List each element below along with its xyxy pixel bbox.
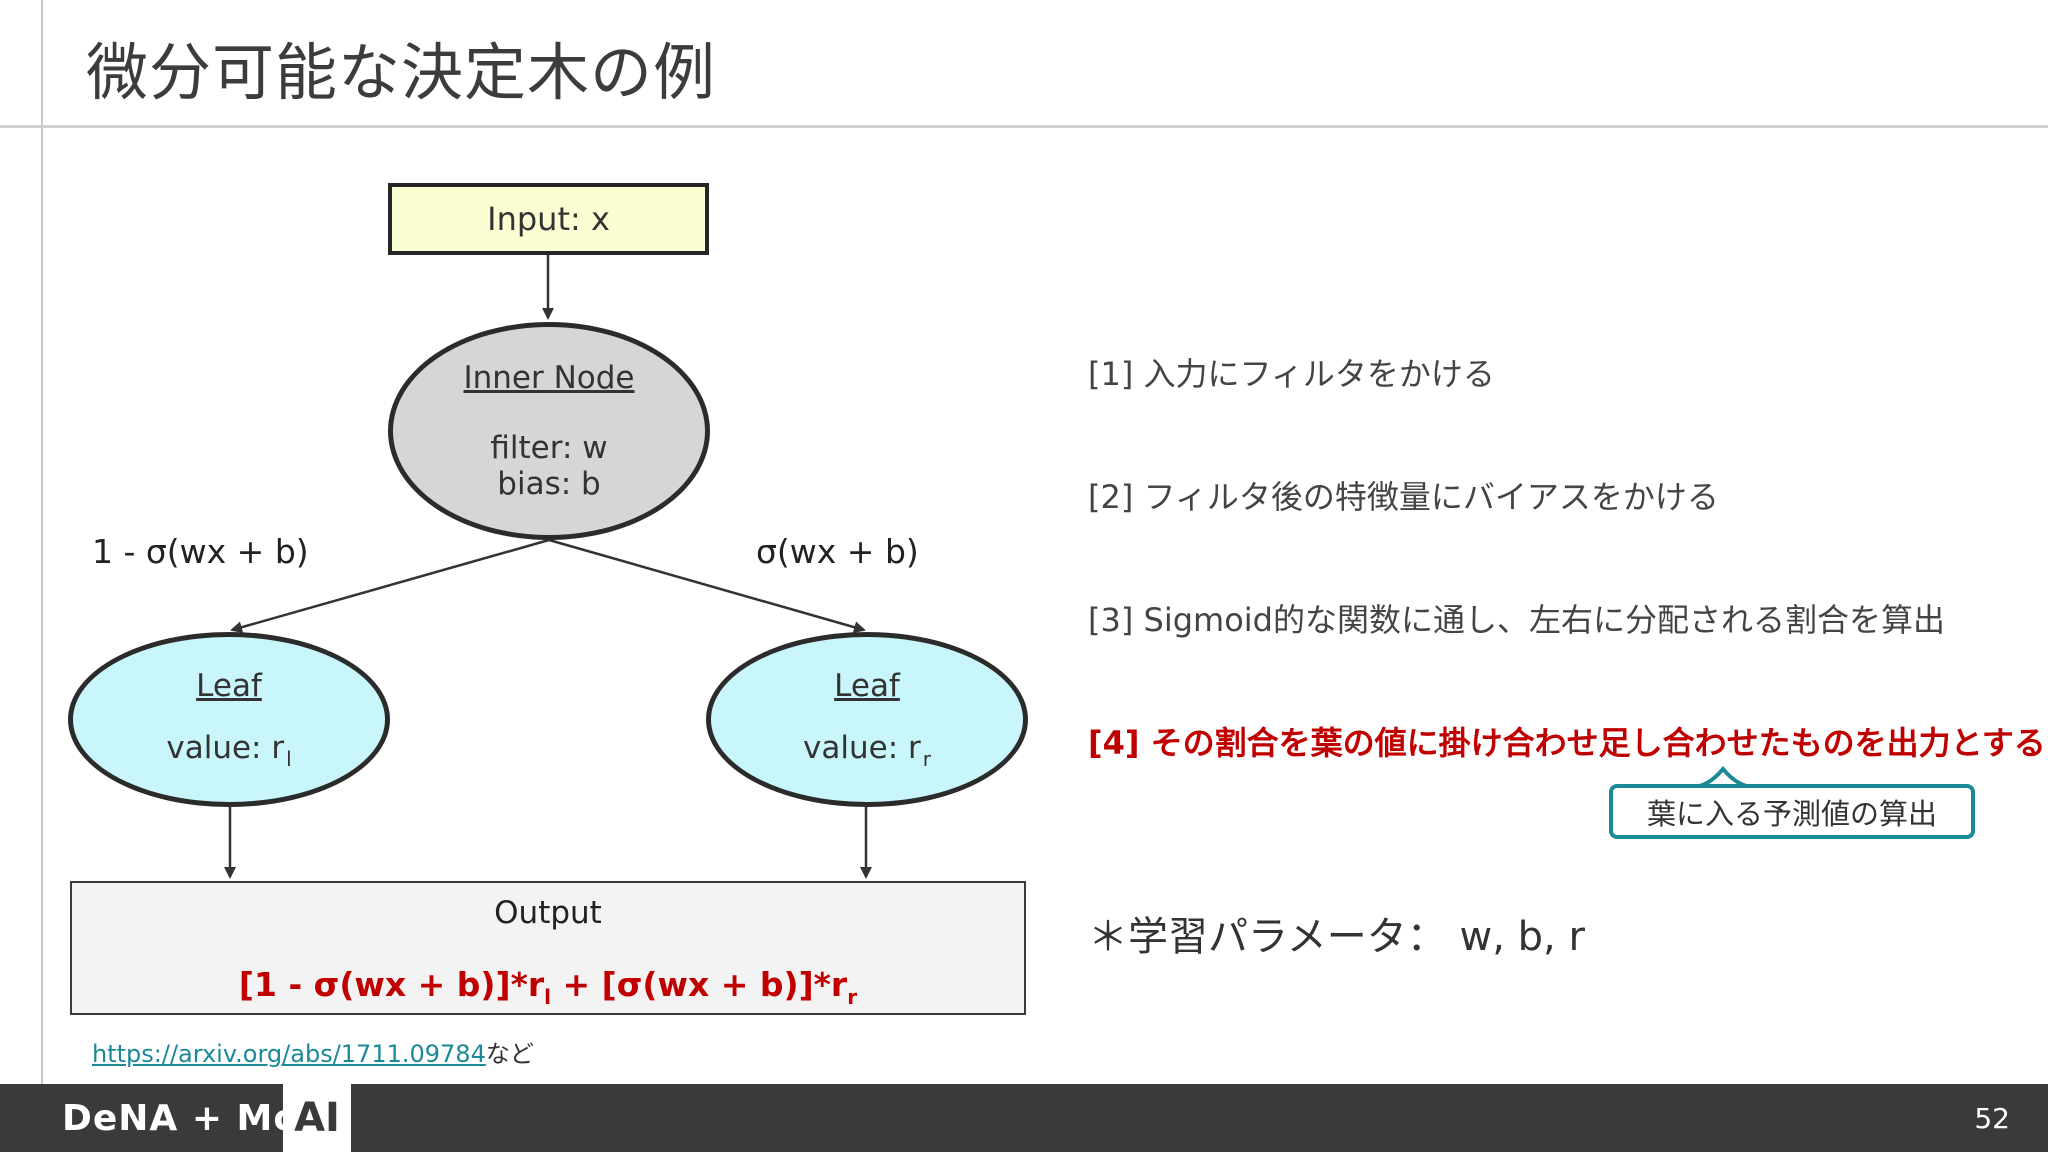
title-divider [0,125,2048,128]
inner-node-filter: filter: w [490,430,608,466]
output-formula: [1 - σ(wx + b)]*rl + [σ(wx + b)]*rr [238,965,858,1009]
edge-label-right: σ(wx + b) [756,532,919,571]
leaf-right-heading: Leaf [834,668,900,704]
dena-mot-logo: DeNA + MoT [62,1098,325,1139]
reference-link[interactable]: https://arxiv.org/abs/1711.09784 [92,1040,486,1068]
inner-node-heading: Inner Node [463,360,635,396]
leaf-left-heading: Leaf [196,668,262,704]
page-number: 52 [1974,1102,2010,1135]
step-1: [1] 入力にフィルタをかける [1088,355,1495,393]
output-node: Output [1 - σ(wx + b)]*rl + [σ(wx + b)]*… [70,881,1026,1015]
callout-box: 葉に入る予測値の算出 [1609,784,1975,839]
step-2: [2] フィルタ後の特徴量にバイアスをかける [1088,478,1719,516]
input-node: Input: x [388,183,709,255]
edge-label-left: 1 - σ(wx + b) [92,532,309,571]
ai-logo: AI [283,1084,351,1152]
step-4-highlight: [4] その割合を葉の値に掛け合わせ足し合わせたものを出力とする [1088,724,2046,762]
learning-parameters: ＊学習パラメータ： w, b, r [1088,914,1585,960]
slide-title: 微分可能な決定木の例 [86,36,717,109]
reference: https://arxiv.org/abs/1711.09784など [92,1034,534,1069]
inner-node: Inner Node filter: w bias: b [388,322,710,540]
output-label: Output [494,895,602,931]
inner-node-bias: bias: b [497,466,601,502]
arrow-inner-to-leaf-right [548,538,866,634]
step-3: [3] Sigmoid的な関数に通し、左右に分配される割合を算出 [1088,601,1945,639]
reference-suffix: など [485,1040,534,1068]
left-guide-line [41,0,43,1084]
arrow-inner-to-leaf-left [230,538,550,634]
